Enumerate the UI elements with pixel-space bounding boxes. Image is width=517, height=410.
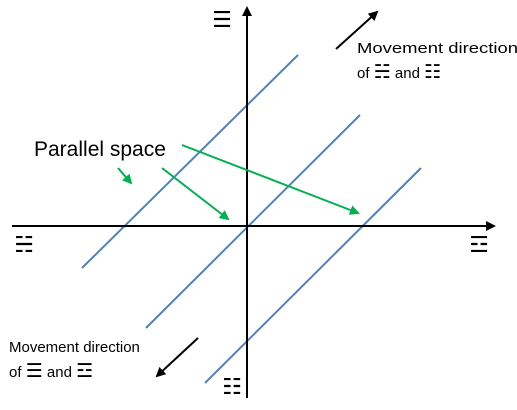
axis-bottom-trigram: ☷ <box>222 375 242 400</box>
movement-top-line1: Movement direction <box>357 40 517 57</box>
movement-bottom-conjunction: and <box>47 364 72 381</box>
pointer-arrow-middle <box>161 167 230 221</box>
movement-arrow-up-right <box>335 10 379 50</box>
movement-top-prefix: of <box>357 65 370 82</box>
parallel-line-middle <box>145 114 361 329</box>
movement-bottom-symbol-a: ☰ <box>26 360 43 382</box>
movement-arrow-down-left <box>155 337 199 378</box>
movement-top-line2: of ☵ and ☷ <box>357 61 441 83</box>
movement-bottom-line1: Movement direction <box>9 339 140 356</box>
parallel-space-label: Parallel space <box>34 138 166 161</box>
axis-top-trigram: ☰ <box>212 8 232 33</box>
movement-bottom-line2: of ☰ and ☲ <box>9 360 93 382</box>
parallel-line-right <box>204 167 422 384</box>
axis-left-trigram: ☵ <box>14 233 34 258</box>
axis-right-trigram: ☲ <box>469 233 489 258</box>
movement-top-symbol-b: ☷ <box>424 61 441 83</box>
parallel-line-left <box>81 54 299 269</box>
movement-bottom-symbol-b: ☲ <box>76 360 93 382</box>
movement-bottom-prefix: of <box>9 364 22 381</box>
pointer-arrow-left <box>117 167 133 185</box>
movement-top-conjunction: and <box>395 65 420 82</box>
movement-top-symbol-a: ☵ <box>374 61 391 83</box>
pointer-arrow-right <box>181 144 360 215</box>
